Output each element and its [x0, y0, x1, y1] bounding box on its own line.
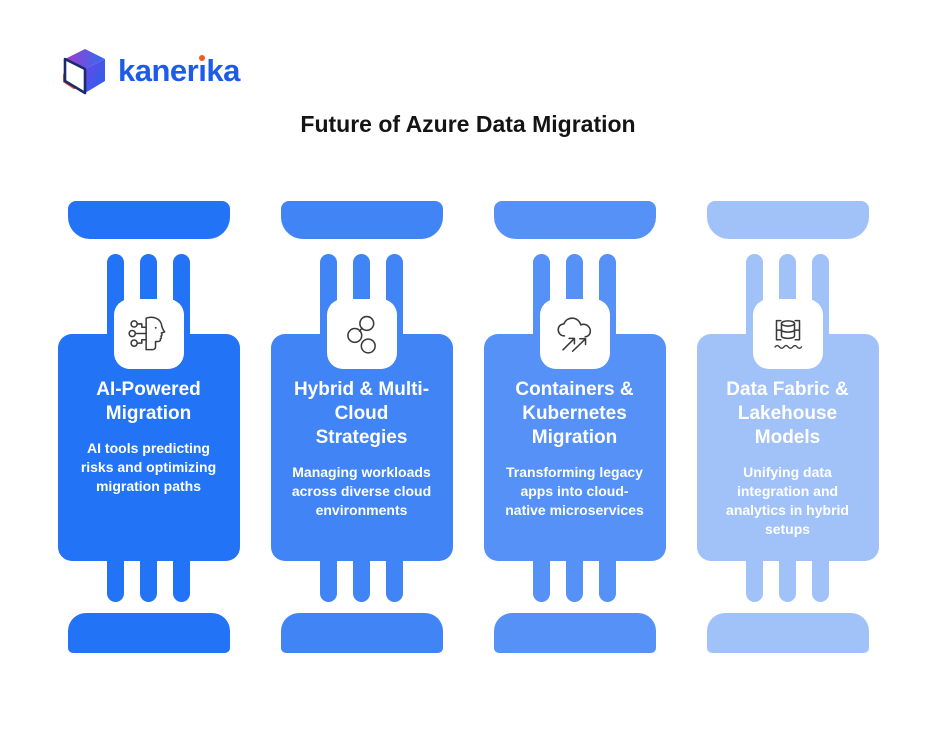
card-title: Containers & Kubernetes Migration	[515, 379, 634, 448]
pipes-bottom	[484, 561, 666, 602]
pillars-row: AI-Powered Migration AI tools predicting…	[0, 201, 936, 653]
bottom-connector-plate	[67, 613, 230, 653]
cloud-migration-icon	[556, 317, 591, 353]
gap	[271, 602, 453, 613]
bottom-connector-plate	[706, 613, 869, 653]
ai-brain-icon	[127, 316, 165, 351]
card-description: AI tools predicting risks and optimizing…	[80, 440, 217, 494]
bottom-connector-plate	[280, 613, 443, 653]
top-connector-plate	[280, 201, 443, 239]
pipe	[566, 561, 583, 602]
icon-box	[326, 299, 397, 369]
top-connector-plate	[706, 201, 869, 239]
card-description: Transforming legacy apps into cloud- nat…	[505, 464, 644, 518]
pipes-bottom	[271, 561, 453, 602]
card-hybrid-multi-cloud-strategies: Hybrid & Multi- Cloud Strategies Managin…	[270, 299, 453, 561]
pipe	[533, 561, 550, 602]
pipe	[599, 561, 616, 602]
card-title: Hybrid & Multi- Cloud Strategies	[293, 379, 430, 448]
top-connector-plate	[67, 201, 230, 239]
brand-name: kanerıka	[118, 46, 240, 96]
bottom-connector-plate	[493, 613, 656, 653]
column-data-fabric-lakehouse-models: Data Fabric & Lakehouse Models Unifying …	[696, 201, 879, 653]
pipe	[107, 561, 124, 602]
pipes-bottom	[697, 561, 879, 602]
icon-box	[752, 299, 823, 369]
column-ai-powered-migration: AI-Powered Migration AI tools predicting…	[57, 201, 240, 653]
icon-box	[113, 299, 184, 369]
data-lakehouse-icon	[773, 319, 802, 349]
kanerika-cube-icon	[63, 49, 105, 95]
column-hybrid-multi-cloud-strategies: Hybrid & Multi- Cloud Strategies Managin…	[270, 201, 453, 653]
card-description: Unifying data integration and analytics …	[726, 464, 849, 537]
gap	[58, 602, 240, 613]
icon-box	[539, 299, 610, 369]
gap	[697, 602, 879, 613]
pipe	[746, 561, 763, 602]
page-title: Future of Azure Data Migration	[300, 111, 636, 137]
logo-dotted-i: ı	[198, 46, 207, 96]
pipe	[386, 561, 403, 602]
pipe	[812, 561, 829, 602]
pipe	[779, 561, 796, 602]
network-nodes-icon	[346, 315, 376, 354]
pipes-bottom	[58, 561, 240, 602]
card-title: AI-Powered Migration	[96, 379, 201, 424]
card-data-fabric-lakehouse-models: Data Fabric & Lakehouse Models Unifying …	[696, 299, 879, 561]
pipe	[320, 561, 337, 602]
pipe	[173, 561, 190, 602]
card-containers-kubernetes-migration: Containers & Kubernetes Migration Transf…	[483, 299, 666, 561]
brand-logo: kanerıka	[0, 0, 936, 96]
pipe	[140, 561, 157, 602]
pipe	[353, 561, 370, 602]
top-connector-plate	[493, 201, 656, 239]
card-ai-powered-migration: AI-Powered Migration AI tools predicting…	[57, 299, 240, 561]
column-containers-kubernetes-migration: Containers & Kubernetes Migration Transf…	[483, 201, 666, 653]
card-description: Managing workloads across diverse cloud …	[291, 464, 432, 518]
card-title: Data Fabric & Lakehouse Models	[726, 379, 849, 448]
gap	[484, 602, 666, 613]
